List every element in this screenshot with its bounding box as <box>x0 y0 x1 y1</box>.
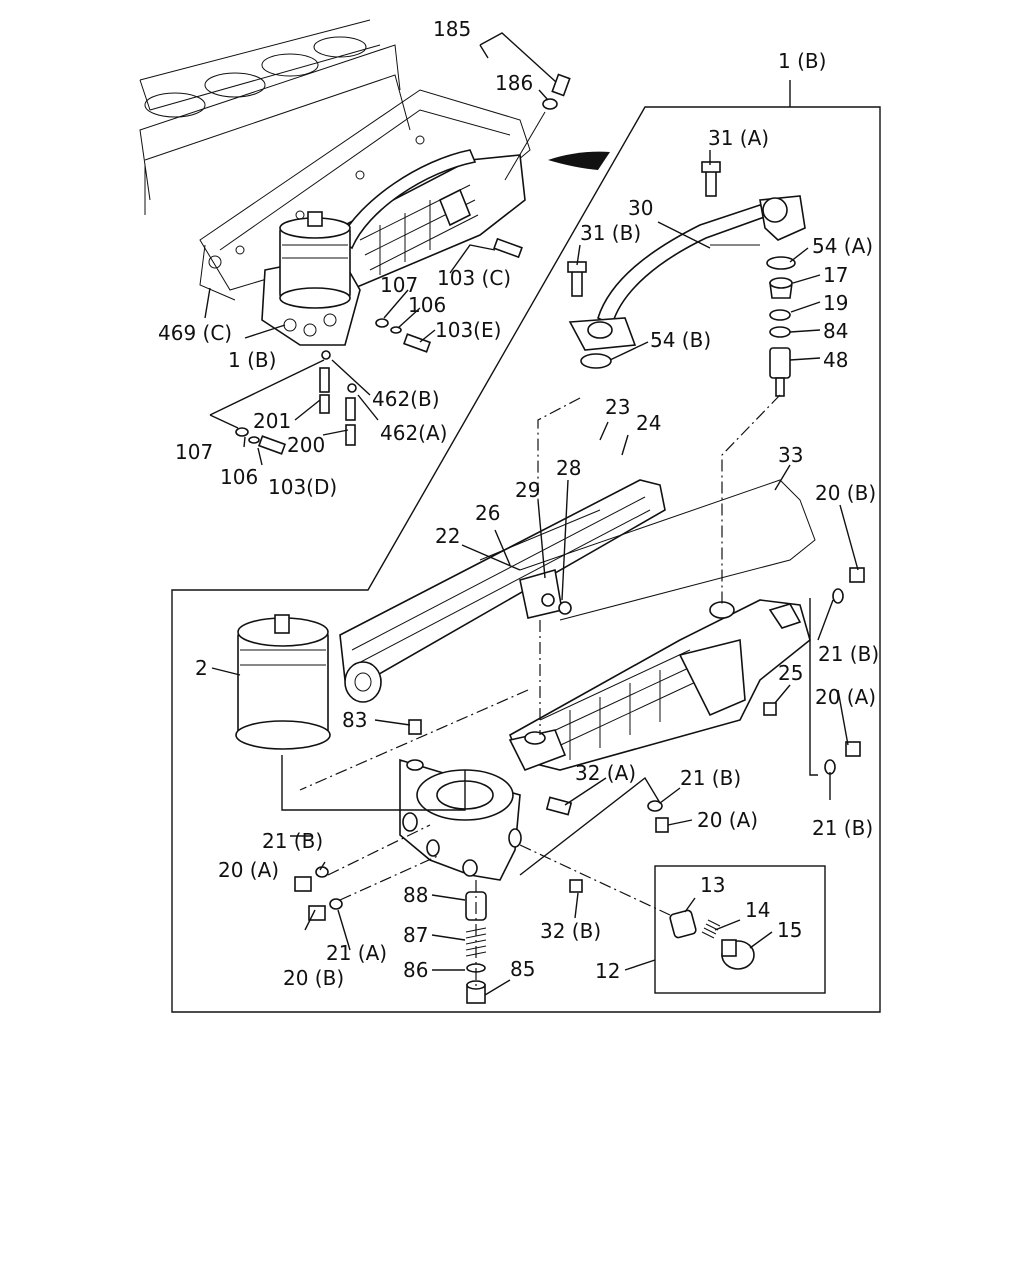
callout-54b: 54 (B) <box>650 328 711 352</box>
callout-32a: 32 (A) <box>575 761 636 785</box>
callout-20b-right: 20 (B) <box>815 481 876 505</box>
upper-oil-filter <box>261 211 361 346</box>
callout-labels: 185 186 1 (B) 31 (A) 30 31 (B) 54 (A) 17… <box>158 17 879 990</box>
callout-20a-right: 20 (A) <box>815 685 876 709</box>
oil-filter-2 <box>235 614 331 750</box>
callout-31b: 31 (B) <box>580 221 641 245</box>
callout-107b: 107 <box>175 440 213 464</box>
callout-106a: 106 <box>408 293 446 317</box>
callout-83: 83 <box>342 708 367 732</box>
upper-small-parts <box>235 73 571 455</box>
callout-13: 13 <box>700 873 725 897</box>
callout-1b-top: 1 (B) <box>778 49 826 73</box>
callout-21b-left: 21 (B) <box>262 829 323 853</box>
callout-33: 33 <box>778 443 803 467</box>
callout-21a: 21 (A) <box>326 941 387 965</box>
callout-88: 88 <box>403 883 428 907</box>
callout-87: 87 <box>403 923 428 947</box>
detail-frame <box>171 106 881 1013</box>
detail-arrow <box>548 151 610 170</box>
callout-84: 84 <box>823 319 848 343</box>
callout-185: 185 <box>433 17 471 41</box>
plug-kit-parts <box>669 909 755 970</box>
callout-17: 17 <box>823 263 848 287</box>
callout-23: 23 <box>605 395 630 419</box>
callout-462a: 462(A) <box>380 421 447 445</box>
callout-14: 14 <box>745 898 770 922</box>
callout-21b-right-1: 21 (B) <box>818 642 879 666</box>
callout-103e: 103(E) <box>435 318 501 342</box>
callout-26: 26 <box>475 501 500 525</box>
plug-kit-inset <box>654 865 826 994</box>
callout-20a-mid: 20 (A) <box>697 808 758 832</box>
callout-186: 186 <box>495 71 533 95</box>
callout-21b-right-2: 21 (B) <box>812 816 873 840</box>
callout-200: 200 <box>287 433 325 457</box>
callout-22: 22 <box>435 524 460 548</box>
callout-106b: 106 <box>220 465 258 489</box>
callout-103d: 103(D) <box>268 475 337 499</box>
callout-107a: 107 <box>380 273 418 297</box>
callout-28: 28 <box>556 456 581 480</box>
callout-48: 48 <box>823 348 848 372</box>
callout-31a: 31 (A) <box>708 126 769 150</box>
callout-20b-left: 20 (B) <box>283 966 344 990</box>
callout-24: 24 <box>636 411 661 435</box>
centerlines <box>299 394 781 990</box>
callout-19: 19 <box>823 291 848 315</box>
callout-54a: 54 (A) <box>812 234 873 258</box>
callout-1b-left: 1 (B) <box>228 348 276 372</box>
callout-462b: 462(B) <box>372 387 440 411</box>
oil-cooler-housing <box>508 599 811 772</box>
oil-cooler-core <box>339 479 666 703</box>
callout-29: 29 <box>515 478 540 502</box>
callout-15: 15 <box>777 918 802 942</box>
callout-86: 86 <box>403 958 428 982</box>
callout-25: 25 <box>778 661 803 685</box>
callout-469c: 469 (C) <box>158 321 232 345</box>
callout-201: 201 <box>253 409 291 433</box>
callout-2: 2 <box>195 656 208 680</box>
callout-32b: 32 (B) <box>540 919 601 943</box>
gasket-33 <box>519 479 816 621</box>
plugs-and-washers <box>294 567 865 921</box>
callout-12: 12 <box>595 959 620 983</box>
engine-block-sketch <box>139 19 531 301</box>
callout-21b-mid: 21 (B) <box>680 766 741 790</box>
callout-103c: 103 (C) <box>437 266 511 290</box>
oil-pipe-assembly <box>567 161 806 397</box>
leader-lines <box>204 32 859 996</box>
callout-85: 85 <box>510 957 535 981</box>
filter-head <box>399 719 522 881</box>
callout-30: 30 <box>628 196 653 220</box>
callout-20a-left: 20 (A) <box>218 858 279 882</box>
